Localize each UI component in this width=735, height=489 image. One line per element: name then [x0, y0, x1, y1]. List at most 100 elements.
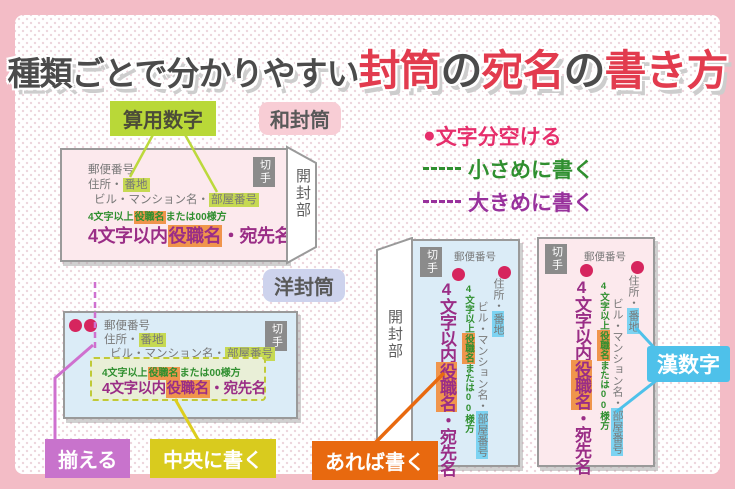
building-column: ビル・マンション名・部屋番号: [474, 301, 490, 459]
dot-marker-icon: ●: [423, 123, 436, 147]
addressee-suffix: ・宛先名: [222, 226, 293, 246]
middot: ・: [476, 400, 488, 411]
center-writing-zone: 4文字以上役職名または00様方 4文字以内役職名・宛先名: [90, 357, 266, 401]
job-title-highlight: 役職名: [165, 380, 210, 398]
callout-write-if-any: あれば書く: [312, 441, 438, 480]
legend-label: 小さめに書く: [468, 158, 594, 182]
tag-kanji-numerals: 漢数字: [647, 346, 730, 382]
block-number-highlight: 番地: [122, 178, 150, 192]
postal-code-line: 郵便番号: [104, 320, 150, 332]
envelope-vertical-pink: 切手 郵便番号 住所・番地 ビル・マンション名・部屋番号 4文字以上役職名または…: [537, 237, 655, 474]
room-number-highlight: 部屋番号: [611, 408, 623, 456]
building-line: ビル・マンション名・部屋番号: [94, 191, 259, 207]
stamp-box: 切手: [253, 157, 275, 187]
over4-column: 4文字以上役職名または00様方: [461, 284, 475, 433]
middot: ・: [627, 297, 639, 308]
address-line: 住所・番地: [88, 176, 150, 192]
addressee-line: 4文字以内役職名・宛先名: [102, 377, 266, 398]
job-title-highlight: 役職名: [571, 360, 592, 410]
envelope-western-horizontal: 切手 郵便番号 住所・番地 ビル・マンション名・部屋番号 4文字以上役職名または…: [63, 311, 298, 419]
addressee-line: 4文字以内役職名・宛先名: [88, 222, 293, 248]
over4-suffix: または00様方: [463, 363, 474, 434]
postal-code-line: 郵便番号: [88, 164, 134, 176]
job-title-highlight: 役職名: [436, 362, 457, 412]
within4-prefix: 4文字以内: [88, 226, 168, 246]
address-text: 住所: [104, 334, 127, 346]
job-title-highlight: 役職名: [597, 330, 610, 361]
over4-suffix: または00様方: [165, 212, 227, 223]
address-text: 住所: [627, 275, 639, 297]
title-segment: 書き方: [604, 47, 729, 94]
postal-code-line: 郵便番号: [584, 251, 626, 263]
envelope1-opening-flap: [286, 145, 317, 265]
legend-item-write-smaller: 小さめに書く: [423, 152, 594, 185]
tag-western-envelope: 洋封筒: [263, 269, 345, 302]
dotted-background: 種類ごとで分かりやすい封筒の宛名の書き方 算用数字 和封筒 洋封筒 漢数字 ●文…: [7, 15, 730, 480]
opening-section-label: 開封部: [386, 309, 403, 360]
stamp-box: 切手: [420, 247, 442, 277]
over4-line: 4文字以上役職名または00様方: [88, 208, 227, 224]
block-number-highlight: 番地: [138, 333, 166, 347]
over4-prefix: 4文字以上: [102, 368, 148, 379]
job-title-highlight: 役職名: [147, 367, 180, 380]
address-line: 住所・番地: [104, 331, 166, 347]
addressee-suffix: ・宛先名: [572, 410, 591, 474]
opening-section-label: 開封部: [294, 168, 311, 219]
building-text: ビル・マンション名: [611, 298, 623, 397]
addressee-column: 4文字以内役職名・宛先名: [569, 278, 594, 474]
address-column: 住所・番地: [490, 278, 506, 337]
middot: ・: [611, 397, 623, 408]
building-column: ビル・マンション名・部屋番号: [609, 298, 625, 456]
building-text: ビル・マンション名: [94, 194, 198, 206]
middot: ・: [111, 179, 123, 191]
address-column: 住所・番地: [625, 275, 641, 334]
space-marker-dot-icon: [580, 264, 593, 277]
job-title-highlight: 役職名: [167, 225, 223, 247]
envelope-vertical-blue: 切手 郵便番号 住所・番地 ビル・マンション名・部屋番号 4文字以上役職名または…: [410, 239, 520, 476]
job-title-highlight: 役職名: [462, 333, 475, 364]
over4-suffix: または00様方: [598, 360, 609, 431]
envelope-japanese-horizontal: 切手 郵便番号 住所・番地 ビル・マンション名・部屋番号 4文字以上役職名または…: [60, 148, 293, 262]
page-title: 種類ごとで分かりやすい封筒の宛名の書き方: [7, 37, 729, 98]
block-number-highlight: 番地: [492, 311, 504, 337]
over4-prefix: 4文字以上: [598, 281, 609, 330]
block-number-highlight: 番地: [627, 308, 639, 334]
title-segment: 宛名: [481, 47, 565, 94]
postal-code-line: 郵便番号: [454, 251, 496, 263]
stamp-box: 切手: [545, 244, 567, 274]
callout-write-center: 中央に書く: [150, 439, 276, 478]
over4-suffix: または00様方: [179, 368, 241, 379]
legend-item-space-one-char: ●文字分空ける: [423, 119, 594, 152]
over4-prefix: 4文字以上: [88, 212, 134, 223]
dashed-line-icon: [423, 167, 461, 170]
tag-arabic-numerals: 算用数字: [110, 101, 216, 136]
legend: ●文字分空ける 小さめに書く 大きめに書く: [423, 119, 594, 218]
building-text: ビル・マンション名: [476, 301, 488, 400]
dashed-line-icon: [423, 200, 461, 203]
middot: ・: [213, 348, 226, 360]
stamp-box: 切手: [265, 321, 287, 351]
space-marker-dot-icon: [452, 268, 465, 281]
middot: ・: [197, 194, 210, 206]
within4-prefix: 4文字以内: [437, 280, 456, 362]
middot: ・: [492, 300, 504, 311]
over4-column: 4文字以上役職名または00様方: [596, 281, 610, 430]
within4-prefix: 4文字以内: [102, 381, 166, 397]
middot: ・: [127, 334, 139, 346]
over4-line: 4文字以上役職名または00様方: [102, 364, 241, 380]
title-segment: の: [440, 47, 482, 94]
over4-prefix: 4文字以上: [463, 284, 474, 333]
legend-item-write-larger: 大きめに書く: [423, 185, 594, 218]
legend-label: 文字分空ける: [435, 125, 562, 149]
space-marker-dot-icon: [498, 266, 511, 279]
callout-align: 揃える: [45, 439, 131, 478]
legend-label: 大きめに書く: [468, 191, 594, 215]
job-title-highlight: 役職名: [133, 211, 166, 224]
within4-prefix: 4文字以内: [572, 278, 591, 360]
space-marker-dot-icon: [69, 319, 82, 332]
space-marker-dot-icon: [84, 319, 97, 332]
room-number-highlight: 部屋番号: [476, 411, 488, 459]
addressee-suffix: ・宛先名: [437, 412, 456, 476]
tag-japanese-envelope: 和封筒: [259, 102, 341, 135]
